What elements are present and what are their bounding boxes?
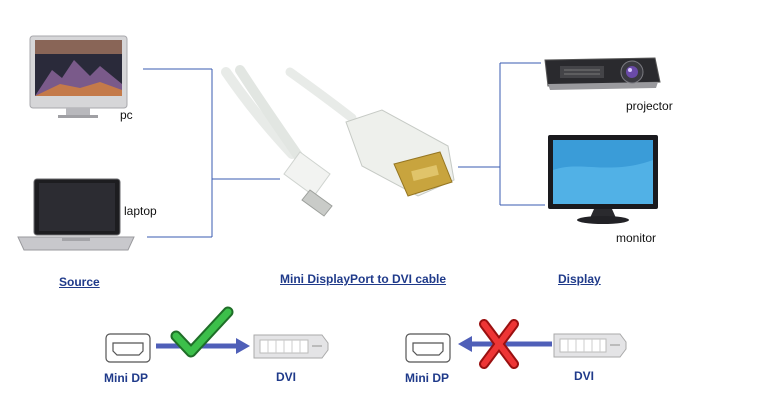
imac-icon	[29, 35, 128, 118]
projector-icon	[544, 57, 661, 90]
laptop-icon	[17, 178, 135, 251]
dvi-port-right	[553, 333, 627, 358]
mini-dp-port-left	[105, 333, 151, 363]
port-label-mini-dp-left: Mini DP	[104, 371, 148, 385]
source-connector-lines	[143, 68, 280, 238]
display-header: Display	[558, 272, 601, 286]
source-header: Source	[59, 275, 100, 289]
cable-header: Mini DisplayPort to DVI cable	[280, 272, 447, 286]
mini-dp-port-right	[405, 333, 451, 363]
dvi-port-left	[253, 334, 329, 359]
arrow-left-icon	[458, 336, 552, 352]
device-label-projector: projector	[626, 99, 673, 113]
check-mark-icon	[170, 306, 234, 358]
display-connector-lines	[458, 62, 545, 206]
monitor-icon	[548, 135, 658, 224]
device-label-laptop: laptop	[124, 204, 157, 218]
device-label-pc: pc	[120, 108, 133, 122]
cable-image	[221, 65, 455, 217]
port-label-mini-dp-right: Mini DP	[405, 371, 449, 385]
cross-mark-icon	[479, 319, 519, 369]
device-label-monitor: monitor	[616, 231, 657, 245]
port-label-dvi-right: DVI	[574, 369, 595, 383]
port-label-dvi-left: DVI	[276, 370, 297, 384]
